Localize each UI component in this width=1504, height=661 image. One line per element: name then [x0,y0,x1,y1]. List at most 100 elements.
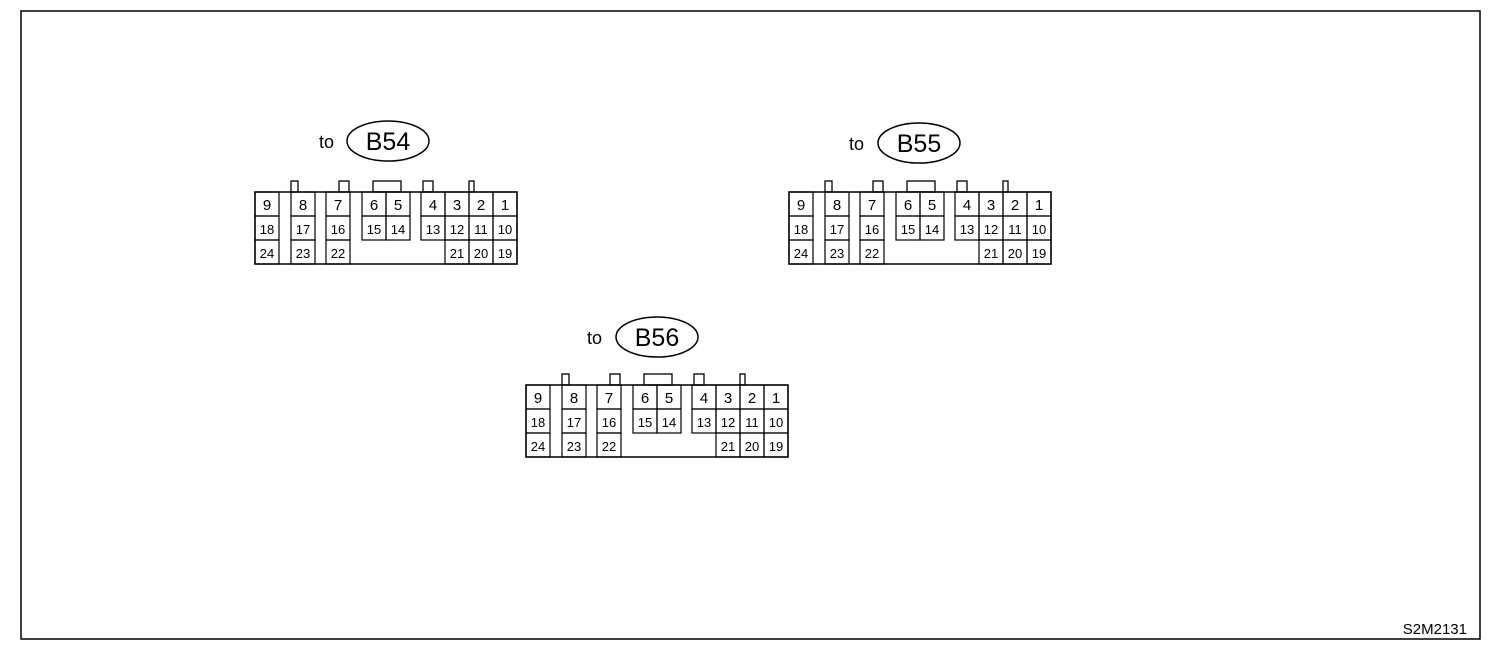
pin-number: 24 [794,246,808,261]
pin-number: 16 [602,415,616,430]
pin-number: 7 [868,197,876,214]
connector-b56-label-oval [615,316,699,358]
pin-number: 1 [1035,197,1043,214]
pin-number: 14 [391,222,405,237]
connector-b54-lock-tab [338,180,350,193]
connector-b54-pin-11: 11 [468,215,494,241]
connector-b55-lock-tab [906,180,936,193]
connector-b54-pin-14: 14 [385,215,411,241]
connector-b55-pin-24: 24 [788,239,814,265]
pin-number: 7 [334,197,342,214]
pin-number: 3 [453,197,461,214]
pin-number: 5 [665,390,673,407]
pin-number: 13 [960,222,974,237]
pin-number: 18 [531,415,545,430]
connector-b55-pin-6: 6 [895,191,921,217]
connector-b54-pin-9: 9 [254,191,280,217]
connector-b56-pin-11: 11 [739,408,765,434]
pin-number: 19 [1032,246,1046,261]
connector-b54-lock-tab [290,180,299,193]
pin-number: 6 [370,197,378,214]
pin-number: 15 [901,222,915,237]
connector-b56-pin-18: 18 [525,408,551,434]
connector-b56-pin-17: 17 [561,408,587,434]
connector-b54-lock-tab [372,180,402,193]
pin-cell [1026,239,1052,265]
connector-b54-pin-1: 1 [492,191,518,217]
pin-number: 24 [260,246,274,261]
pin-number: 13 [697,415,711,430]
connector-b56-lock-tab [609,373,621,386]
pin-number: 23 [567,439,581,454]
connector-b55-pin-20: 20 [1002,239,1028,265]
connector-b55-pin-11: 11 [1002,215,1028,241]
connector-b54-pin-4: 4 [420,191,446,217]
connector-b54-pin-16: 16 [325,215,351,241]
connector-b55-pin-10: 10 [1026,215,1052,241]
pin-number: 24 [531,439,545,454]
pin-number: 18 [260,222,274,237]
pin-number: 20 [1008,246,1022,261]
connector-b54-pin-21: 21 [444,239,470,265]
pin-number: 14 [662,415,676,430]
connector-b56-pin-13: 13 [691,408,717,434]
pin-number: 5 [928,197,936,214]
connector-b54-pin-17: 17 [290,215,316,241]
connector-b54-pin-15: 15 [361,215,387,241]
connector-b54-pin-10: 10 [492,215,518,241]
connector-b54-pin-20: 20 [468,239,494,265]
pin-number: 23 [830,246,844,261]
connector-b54-label-oval [346,120,430,162]
diagram-frame [20,10,1481,640]
connector-b55-lock-tab [824,180,833,193]
connector-b55-pin-13: 13 [954,215,980,241]
connector-b55-pin-22: 22 [859,239,885,265]
pin-number: 13 [426,222,440,237]
pin-number: 12 [721,415,735,430]
connector-b56-pin-4: 4 [691,384,717,410]
pin-number: 20 [745,439,759,454]
connector-b56-pin-2: 2 [739,384,765,410]
pin-number: 11 [745,415,759,430]
pin-number: 3 [987,197,995,214]
connector-b55-pin-16: 16 [859,215,885,241]
connector-b54-label: B54 [366,128,411,156]
connector-b55-lock-tab [1002,180,1009,193]
connector-b54-pin-5: 5 [385,191,411,217]
pin-cell [596,432,622,458]
pin-number: 9 [534,390,542,407]
pin-number: 2 [748,390,756,407]
connector-b55-lock-tab [872,180,884,193]
connector-b56-pin-3: 3 [715,384,741,410]
connector-b55-prefix: to [849,134,864,154]
connector-b55-pin-3: 3 [978,191,1004,217]
pin-number: 2 [1011,197,1019,214]
pin-cell [824,239,850,265]
connector-b54-pin-7: 7 [325,191,351,217]
connector-b54-lock-tab [468,180,475,193]
connector-b54-pin-12: 12 [444,215,470,241]
pin-number: 9 [797,197,805,214]
pin-number: 8 [833,197,841,214]
pin-number: 17 [567,415,581,430]
connector-b55-pin-9: 9 [788,191,814,217]
pin-number: 12 [984,222,998,237]
connector-b56-pin-1: 1 [763,384,789,410]
connector-b56-pin-15: 15 [632,408,658,434]
connector-b55-lock-tab [956,180,968,193]
pin-number: 21 [450,246,464,261]
pin-cell [919,215,945,241]
pin-number: 16 [331,222,345,237]
pin-number: 21 [721,439,735,454]
connector-b56-pin-24: 24 [525,432,551,458]
connector-b56-pin-20: 20 [739,432,765,458]
pin-number: 4 [429,197,437,214]
connector-b56-pin-8: 8 [561,384,587,410]
pin-cell [385,215,411,241]
pin-number: 17 [830,222,844,237]
connector-b55-pin-17: 17 [824,215,850,241]
connector-b54-pin-24: 24 [254,239,280,265]
pin-number: 20 [474,246,488,261]
